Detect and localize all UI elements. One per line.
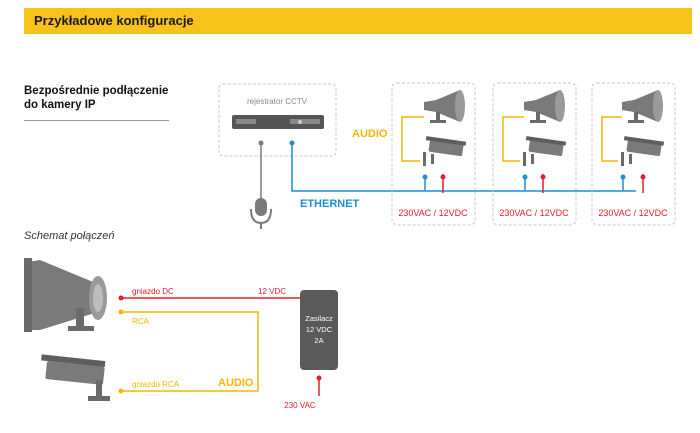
psu-line-2: 12 VDC: [306, 325, 333, 334]
vdc-label: 12 VDC: [258, 287, 286, 296]
power-supply-box: [300, 290, 338, 370]
section-title-line-2: do kamery IP: [24, 99, 96, 111]
power-label-2: 230VAC / 12VDC: [499, 208, 569, 218]
device-group-1: [391, 82, 476, 226]
power-label-3: 230VAC / 12VDC: [598, 208, 668, 218]
audio-label-top: AUDIO: [352, 128, 388, 140]
section-title-line-1: Bezpośrednie podłączenie: [24, 85, 169, 97]
ethernet-label: ETHERNET: [300, 198, 360, 210]
horn-speaker-icon: [424, 90, 465, 123]
rca-socket-label: gniazdo RCA: [132, 380, 180, 389]
section-divider: [24, 120, 169, 121]
horn-speaker-large-icon: [24, 258, 107, 332]
vac-label: 230 VAC: [284, 401, 316, 410]
schema-title: Schemat połączeń: [24, 230, 115, 242]
dc-socket-label: gniazdo DC: [132, 287, 174, 296]
camera-icon: [423, 136, 467, 166]
dvr-device-icon: [232, 115, 324, 129]
ethernet-cable: [291, 143, 636, 192]
power-label-1: 230VAC / 12VDC: [398, 208, 468, 218]
camera-large-icon: [41, 354, 110, 401]
horn-speaker-icon: [622, 90, 663, 123]
microphone-icon: [250, 198, 272, 229]
rca-label: RCA: [132, 317, 150, 326]
audio-label-bottom: AUDIO: [218, 377, 254, 389]
psu-line-3: 2A: [314, 336, 323, 345]
camera-icon: [523, 136, 567, 166]
recorder-box: [218, 83, 337, 157]
device-group-3: [591, 82, 676, 226]
psu-line-1: Zasilacz: [305, 314, 333, 323]
horn-speaker-icon: [524, 90, 565, 123]
header-bar: Przykładowe konfiguracje: [24, 8, 692, 34]
page-title: Przykładowe konfiguracje: [34, 13, 194, 28]
camera-icon: [621, 136, 665, 166]
rca-cable: [120, 311, 259, 392]
section-title: Bezpośrednie podłączenie do kamery IP: [24, 84, 174, 112]
device-group-2: [492, 82, 577, 226]
recorder-label: rejestrator CCTV: [247, 97, 308, 106]
